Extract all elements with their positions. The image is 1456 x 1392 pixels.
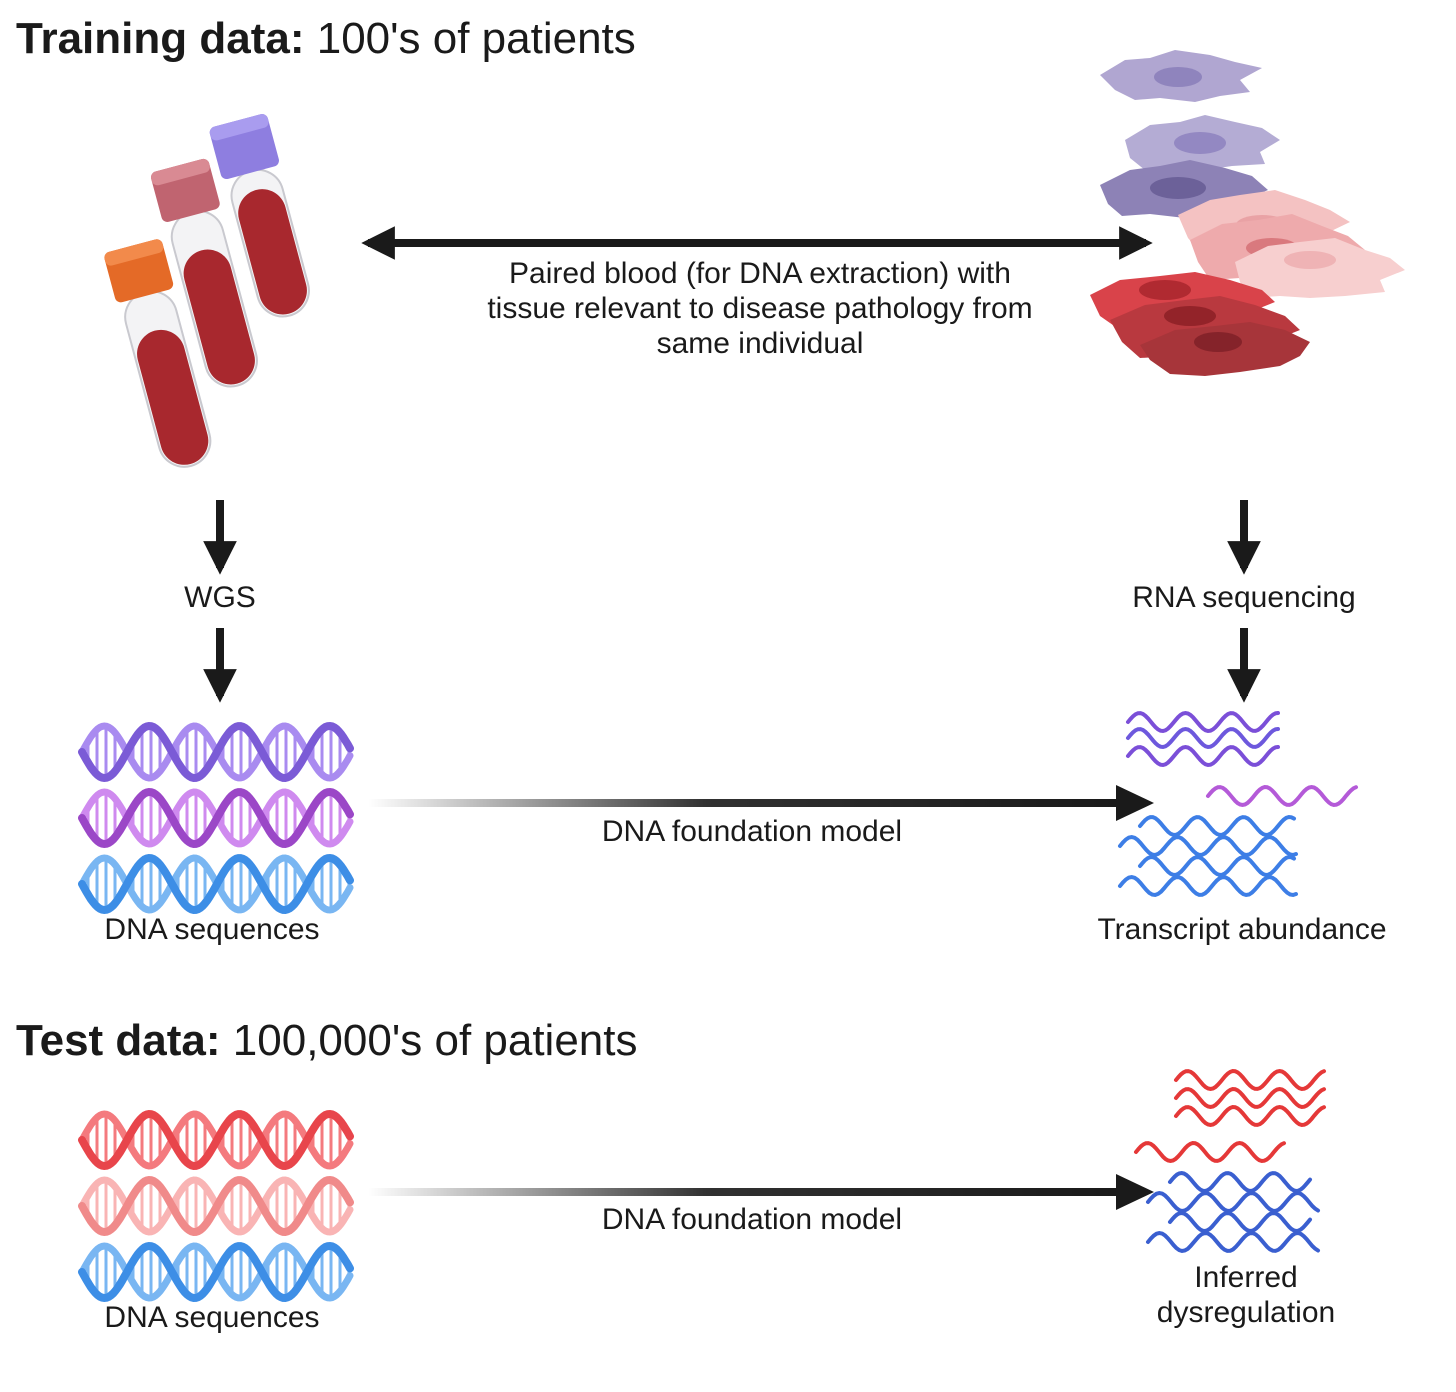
test-dna-helices-icon (78, 1109, 354, 1303)
test-heading-rest: 100,000's of patients (232, 1016, 638, 1065)
training-model-label: DNA foundation model (601, 815, 903, 848)
training-dna-label: DNA sequences (104, 913, 320, 946)
tissue-cells-icon (1090, 50, 1405, 376)
paired-caption: Paired blood (for DNA extraction) with t… (440, 256, 1080, 361)
test-model-label: DNA foundation model (601, 1203, 903, 1236)
inferred-dysregulation-waves-icon (1134, 1068, 1326, 1254)
transcript-waves-icon (1118, 710, 1358, 898)
wgs-label: WGS (184, 581, 256, 614)
test-dna-label: DNA sequences (104, 1301, 320, 1334)
test-model-arrow-head (1116, 1174, 1154, 1210)
inferred-dysregulation-label: Inferred dysregulation (1096, 1260, 1396, 1330)
test-model-arrow-shaft (368, 1188, 1120, 1196)
paired-caption-line2: tissue relevant to disease pathology fro… (487, 292, 1033, 325)
training-heading: Training data: 100's of patients (16, 14, 636, 64)
test-heading: Test data: 100,000's of patients (16, 1016, 638, 1066)
rna-sequencing-label: RNA sequencing (1132, 581, 1356, 614)
blood-tubes-icon (104, 114, 310, 468)
training-heading-bold: Training data: (16, 14, 305, 63)
training-dna-helices-icon (78, 721, 354, 915)
inferred-dysregulation-line1: Inferred (1194, 1261, 1298, 1294)
paired-caption-line3: same individual (656, 327, 864, 360)
training-heading-rest: 100's of patients (316, 14, 636, 63)
training-model-arrow-head (1116, 785, 1154, 821)
test-heading-bold: Test data: (16, 1016, 221, 1065)
paired-caption-line1: Paired blood (for DNA extraction) with (509, 257, 1011, 290)
inferred-dysregulation-line2: dysregulation (1156, 1296, 1336, 1329)
transcript-abundance-label: Transcript abundance (1097, 913, 1387, 946)
training-model-arrow-shaft (368, 799, 1120, 807)
